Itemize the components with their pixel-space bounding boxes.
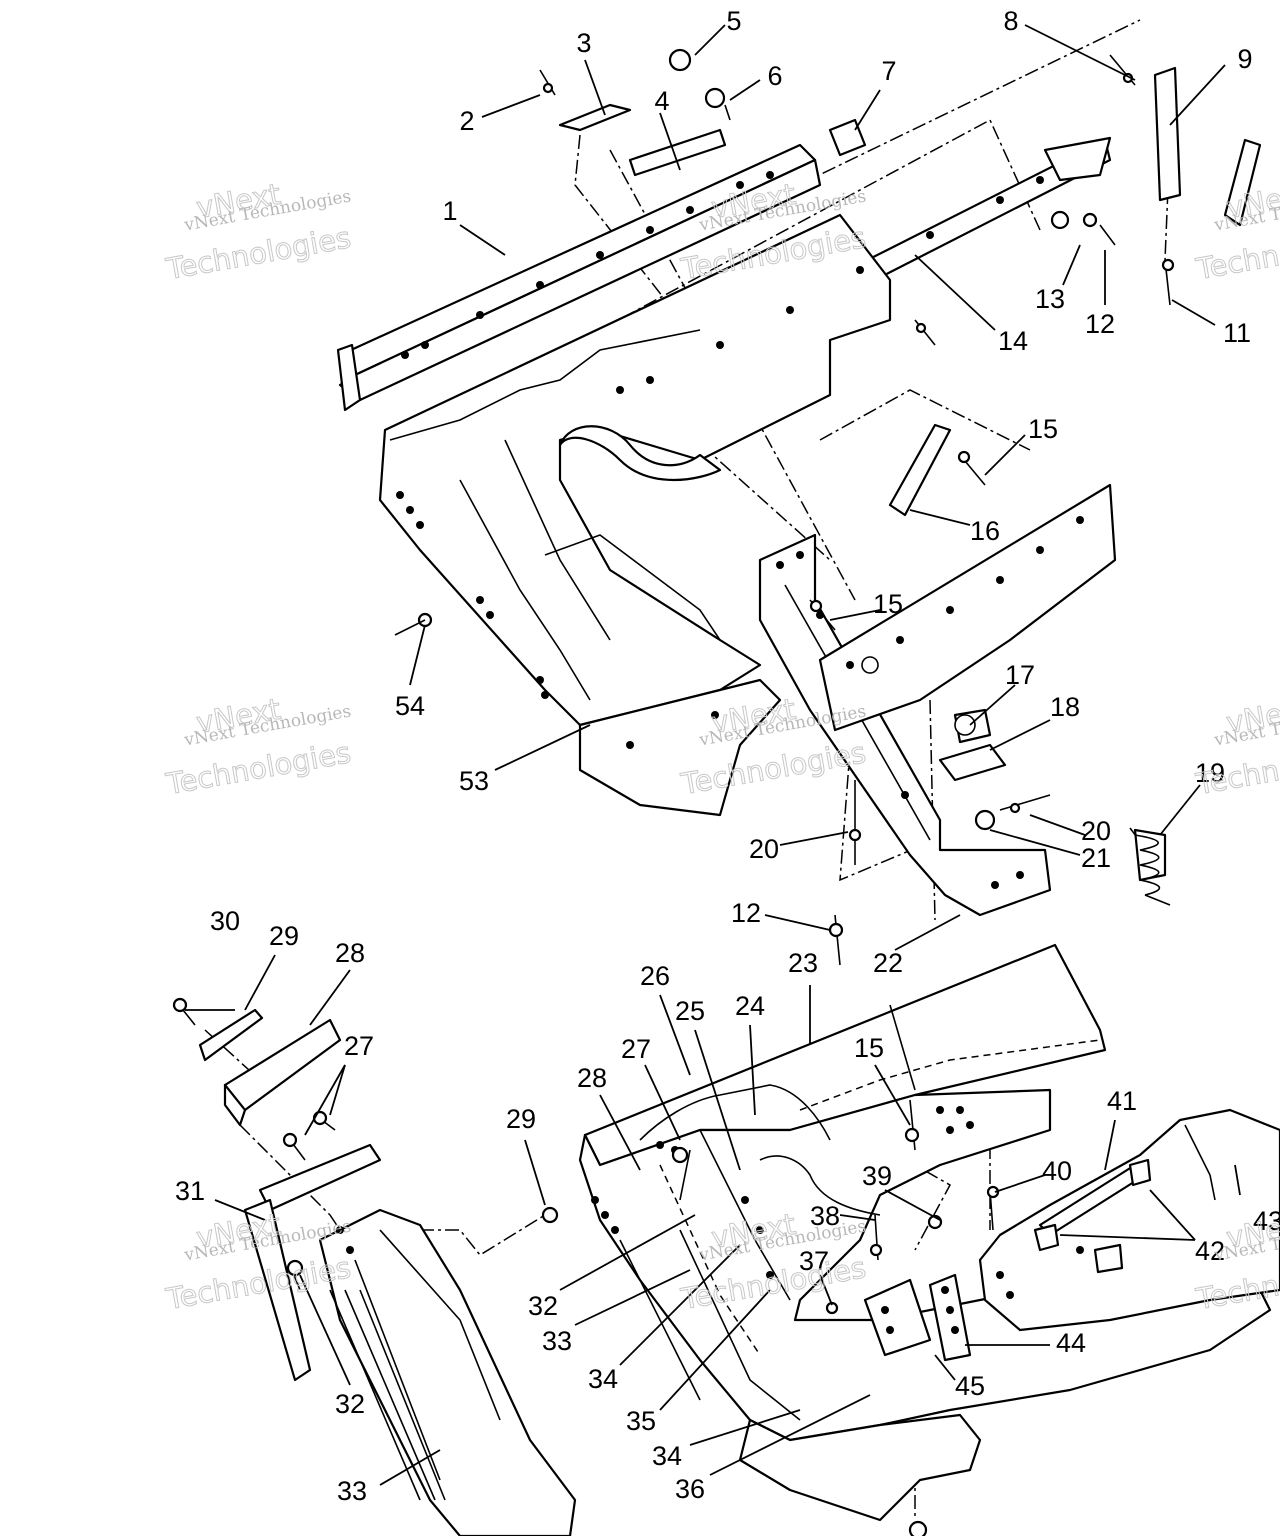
callout-45: 40 <box>1042 1156 1072 1186</box>
callout-41: 36 <box>675 1474 705 1504</box>
callout-20b: 20 <box>749 834 779 864</box>
callout-14: 14 <box>998 326 1028 356</box>
rail-part-1 <box>336 143 822 412</box>
callout-12b: 12 <box>731 898 761 928</box>
callout-46: 41 <box>1107 1086 1137 1116</box>
callout-37: 32 <box>528 1291 558 1321</box>
callout-31: 28 <box>335 938 365 968</box>
bracket-part-31 <box>198 1008 342 1127</box>
callout-43: 38 <box>810 1201 840 1231</box>
upper-assembly <box>336 19 1262 966</box>
callout-49: 43 <box>1253 1206 1280 1236</box>
callout-30: 27 <box>344 1031 374 1061</box>
watermark: vNext vNext Technologies Technologies <box>163 1206 354 1316</box>
side-panel-part-36 <box>243 1143 577 1536</box>
callout-15a: 15 <box>1028 414 1058 444</box>
callout-20a: 20 <box>1081 816 1111 846</box>
callout-29: 29 <box>506 1104 536 1134</box>
callout-26: 26 <box>640 961 670 991</box>
callout-51: 45 <box>955 1371 985 1401</box>
callout-50: 44 <box>1056 1328 1086 1358</box>
hardware-upper <box>417 48 1262 882</box>
callout-18: 18 <box>1050 692 1080 722</box>
callout-11: 11 <box>1223 318 1251 348</box>
watermark: vNext vNext Technologies Technologies <box>163 176 354 286</box>
callout-34: 31 <box>175 1176 205 1206</box>
callout-22: 22 <box>873 948 903 978</box>
callout-38: 33 <box>542 1326 572 1356</box>
callout-54: 54 <box>395 691 425 721</box>
callout-3: 3 <box>576 28 591 58</box>
callout-19: 19 <box>1195 758 1225 788</box>
callout-2: 2 <box>459 106 474 136</box>
callout-40: 35 <box>626 1406 656 1436</box>
callout-35: 32 <box>335 1389 365 1419</box>
callout-53: 53 <box>459 766 489 796</box>
callout-42: 37 <box>799 1246 829 1276</box>
callout-25: 25 <box>675 996 705 1026</box>
callout-21: 21 <box>1081 843 1111 873</box>
watermark: vNext vNext Technologies Technologies <box>1193 691 1280 801</box>
hinge-part-50 <box>863 1273 972 1362</box>
callout-7: 7 <box>881 56 896 86</box>
watermark: vNext vNext Technologies Technologies <box>163 691 354 801</box>
callout-36: 33 <box>337 1476 367 1506</box>
callout-28: 28 <box>577 1063 607 1093</box>
mounting-holes-upper <box>396 171 1084 889</box>
leader-lines <box>185 24 1241 1486</box>
callout-32: 29 <box>269 921 299 951</box>
callout-8: 8 <box>1003 6 1018 36</box>
mounting-holes-lower <box>336 1106 1084 1299</box>
callout-33: 30 <box>210 906 240 936</box>
console-body-part-53 <box>378 213 892 817</box>
callout-13: 13 <box>1035 284 1065 314</box>
spring-part-19 <box>1129 827 1171 906</box>
callout-47: 42 <box>1195 1236 1225 1266</box>
callout-39a: 34 <box>588 1364 618 1394</box>
callout-labels: 1 2 3 4 5 6 7 8 9 11 12 13 14 15 16 15 1… <box>175 6 1280 1506</box>
watermark: vNext vNext Technologies Technologies <box>1193 176 1280 286</box>
callout-4: 4 <box>654 86 669 116</box>
callout-27: 27 <box>621 1034 651 1064</box>
callout-6: 6 <box>767 61 782 91</box>
callout-39b: 34 <box>652 1441 682 1471</box>
callout-24: 24 <box>735 991 765 1021</box>
callout-23: 23 <box>788 948 818 978</box>
end-cap-part-49 <box>978 1108 1280 1332</box>
callout-16: 16 <box>970 516 1000 546</box>
callout-44: 39 <box>862 1161 892 1191</box>
callout-15c: 15 <box>854 1033 884 1063</box>
fasteners-upper <box>394 54 1175 966</box>
callout-15b: 15 <box>873 589 903 619</box>
callout-17: 17 <box>1005 660 1035 690</box>
callout-12: 12 <box>1085 309 1115 339</box>
callout-9: 9 <box>1237 44 1252 74</box>
callout-1: 1 <box>442 196 457 226</box>
callout-5: 5 <box>726 6 741 36</box>
